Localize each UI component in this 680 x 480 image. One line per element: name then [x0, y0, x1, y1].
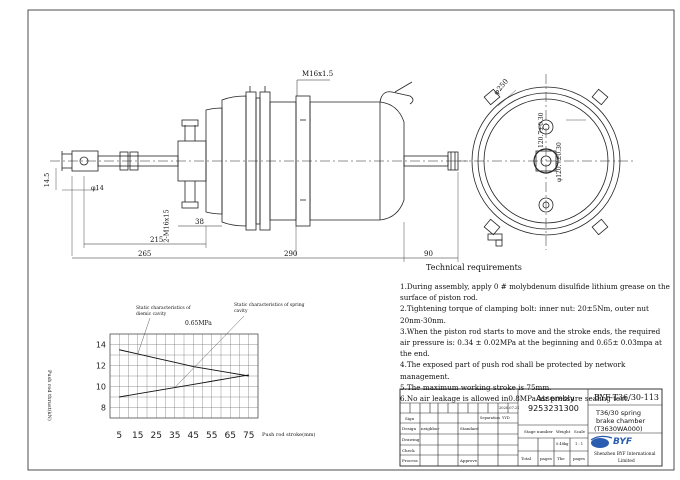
assembly-label: Assembly [536, 394, 575, 403]
sheet-border [27, 9, 675, 471]
x-tick-label: 55 [206, 431, 217, 441]
dim-thread: M16x1.5 [302, 70, 334, 78]
series-line-1 [119, 349, 249, 377]
x-tick-label: 5 [116, 431, 122, 441]
description-line-2: brake chamber [596, 417, 646, 425]
approve-label: Approve [460, 458, 477, 463]
the-label: The [557, 456, 565, 461]
y-tick-label: 10 [96, 383, 106, 392]
scale-label: Scale [574, 429, 586, 434]
notes-title: Technical requirements [426, 263, 522, 272]
col-separation: Separation [480, 416, 500, 420]
y-tick-label: 12 [96, 362, 106, 371]
company-name: Shenzhen BYF International [594, 452, 656, 457]
dim-bolt-circle-b: φ120.7±0.30 [556, 142, 563, 182]
weight-label: Weight [556, 429, 571, 434]
side-view [50, 79, 468, 262]
series-label-diemic: Static characteristics of diemic cavity [136, 306, 191, 317]
description-line-3: (T3630WA000) [594, 425, 643, 433]
x-tick-label: 35 [169, 431, 180, 441]
y-tick-label: 14 [96, 341, 106, 350]
row-sign: Sign [405, 416, 415, 421]
pages-label-1: pages [540, 456, 552, 461]
characteristic-chart: 5 15 25 35 45 55 65 75 8 10 12 14 [96, 315, 259, 442]
x-tick-label: 65 [225, 431, 236, 441]
chart-ylabel: Push rod thrust(kN) [46, 370, 52, 421]
series-label-spring: Static characteristics of spring cavity [234, 303, 305, 314]
chart-xlabel: Push rod stroke(mm) [262, 432, 316, 438]
x-tick-label: 25 [151, 431, 162, 441]
drawing-date: 2020.07.21 [499, 406, 520, 410]
col-neighbor: neighbor [421, 426, 440, 431]
pages-label-2: pages [573, 456, 585, 461]
dim-mount-thread: 2-M16x15 [162, 209, 171, 243]
note-1: 1.During assembly, apply 0 # molybdenum … [400, 282, 670, 303]
dim-265: 265 [138, 250, 152, 258]
x-tick-label: 15 [132, 431, 143, 441]
chart-ticks: 5 15 25 35 45 55 65 75 8 10 12 14 [96, 341, 255, 442]
note-2: 2.Tightening torque of clamping bolt: in… [400, 304, 649, 325]
description-line-1: T36/30 spring [596, 409, 642, 417]
row-check: Check [402, 448, 415, 453]
technical-requirements: 1.During assembly, apply 0 # molybdenum … [400, 281, 670, 404]
title-block-frame [399, 388, 663, 467]
chart-annotation: 0.65MPa [185, 320, 212, 327]
scale-value: 1 : 1 [575, 442, 584, 446]
chart-grid [109, 333, 259, 419]
dim-rod-dia: φ14 [91, 184, 104, 192]
x-tick-label: 45 [188, 431, 199, 441]
dim-215: 215 [150, 236, 164, 244]
dim-290: 290 [284, 250, 298, 258]
stage-label: Stage number [524, 429, 553, 434]
assembly-number: 9253231300 [528, 404, 579, 413]
row-process: Process [402, 458, 418, 463]
total-label: Total [521, 456, 532, 461]
company-suffix: Limited [618, 459, 635, 464]
note-5: 5.The maximum working stroke is 75mm. [400, 382, 552, 392]
series-leader-2 [174, 315, 245, 388]
part-number: BYF-T36/30-113 [594, 393, 659, 402]
dim-clearance: 14.5 [43, 172, 52, 188]
note-4: 4.The exposed part of push rod shall be … [400, 360, 626, 381]
company-logo-icon [591, 438, 609, 448]
dim-38: 38 [195, 218, 204, 226]
weight-value: 0.48kg [556, 442, 569, 446]
logo-text: BYF [613, 437, 633, 447]
col-yyd: YYD [502, 416, 510, 420]
row-design: Design [402, 426, 417, 431]
note-6: 6.No air leakage is allowed in0.8MPa air… [400, 394, 630, 404]
dim-90: 90 [424, 250, 433, 258]
row-drawing: Drawing [402, 437, 420, 442]
y-tick-label: 8 [101, 404, 106, 413]
series-leader-1 [137, 317, 151, 355]
front-view [456, 74, 636, 250]
note-3: 3.When the piston rod starts to move and… [400, 326, 662, 359]
x-tick-label: 75 [243, 431, 254, 441]
col-standard: Standard [460, 426, 479, 431]
chart-series [119, 315, 249, 398]
dim-bolt-circle-a: 120.7±0.30 [538, 112, 545, 148]
series-line-2 [119, 374, 249, 398]
